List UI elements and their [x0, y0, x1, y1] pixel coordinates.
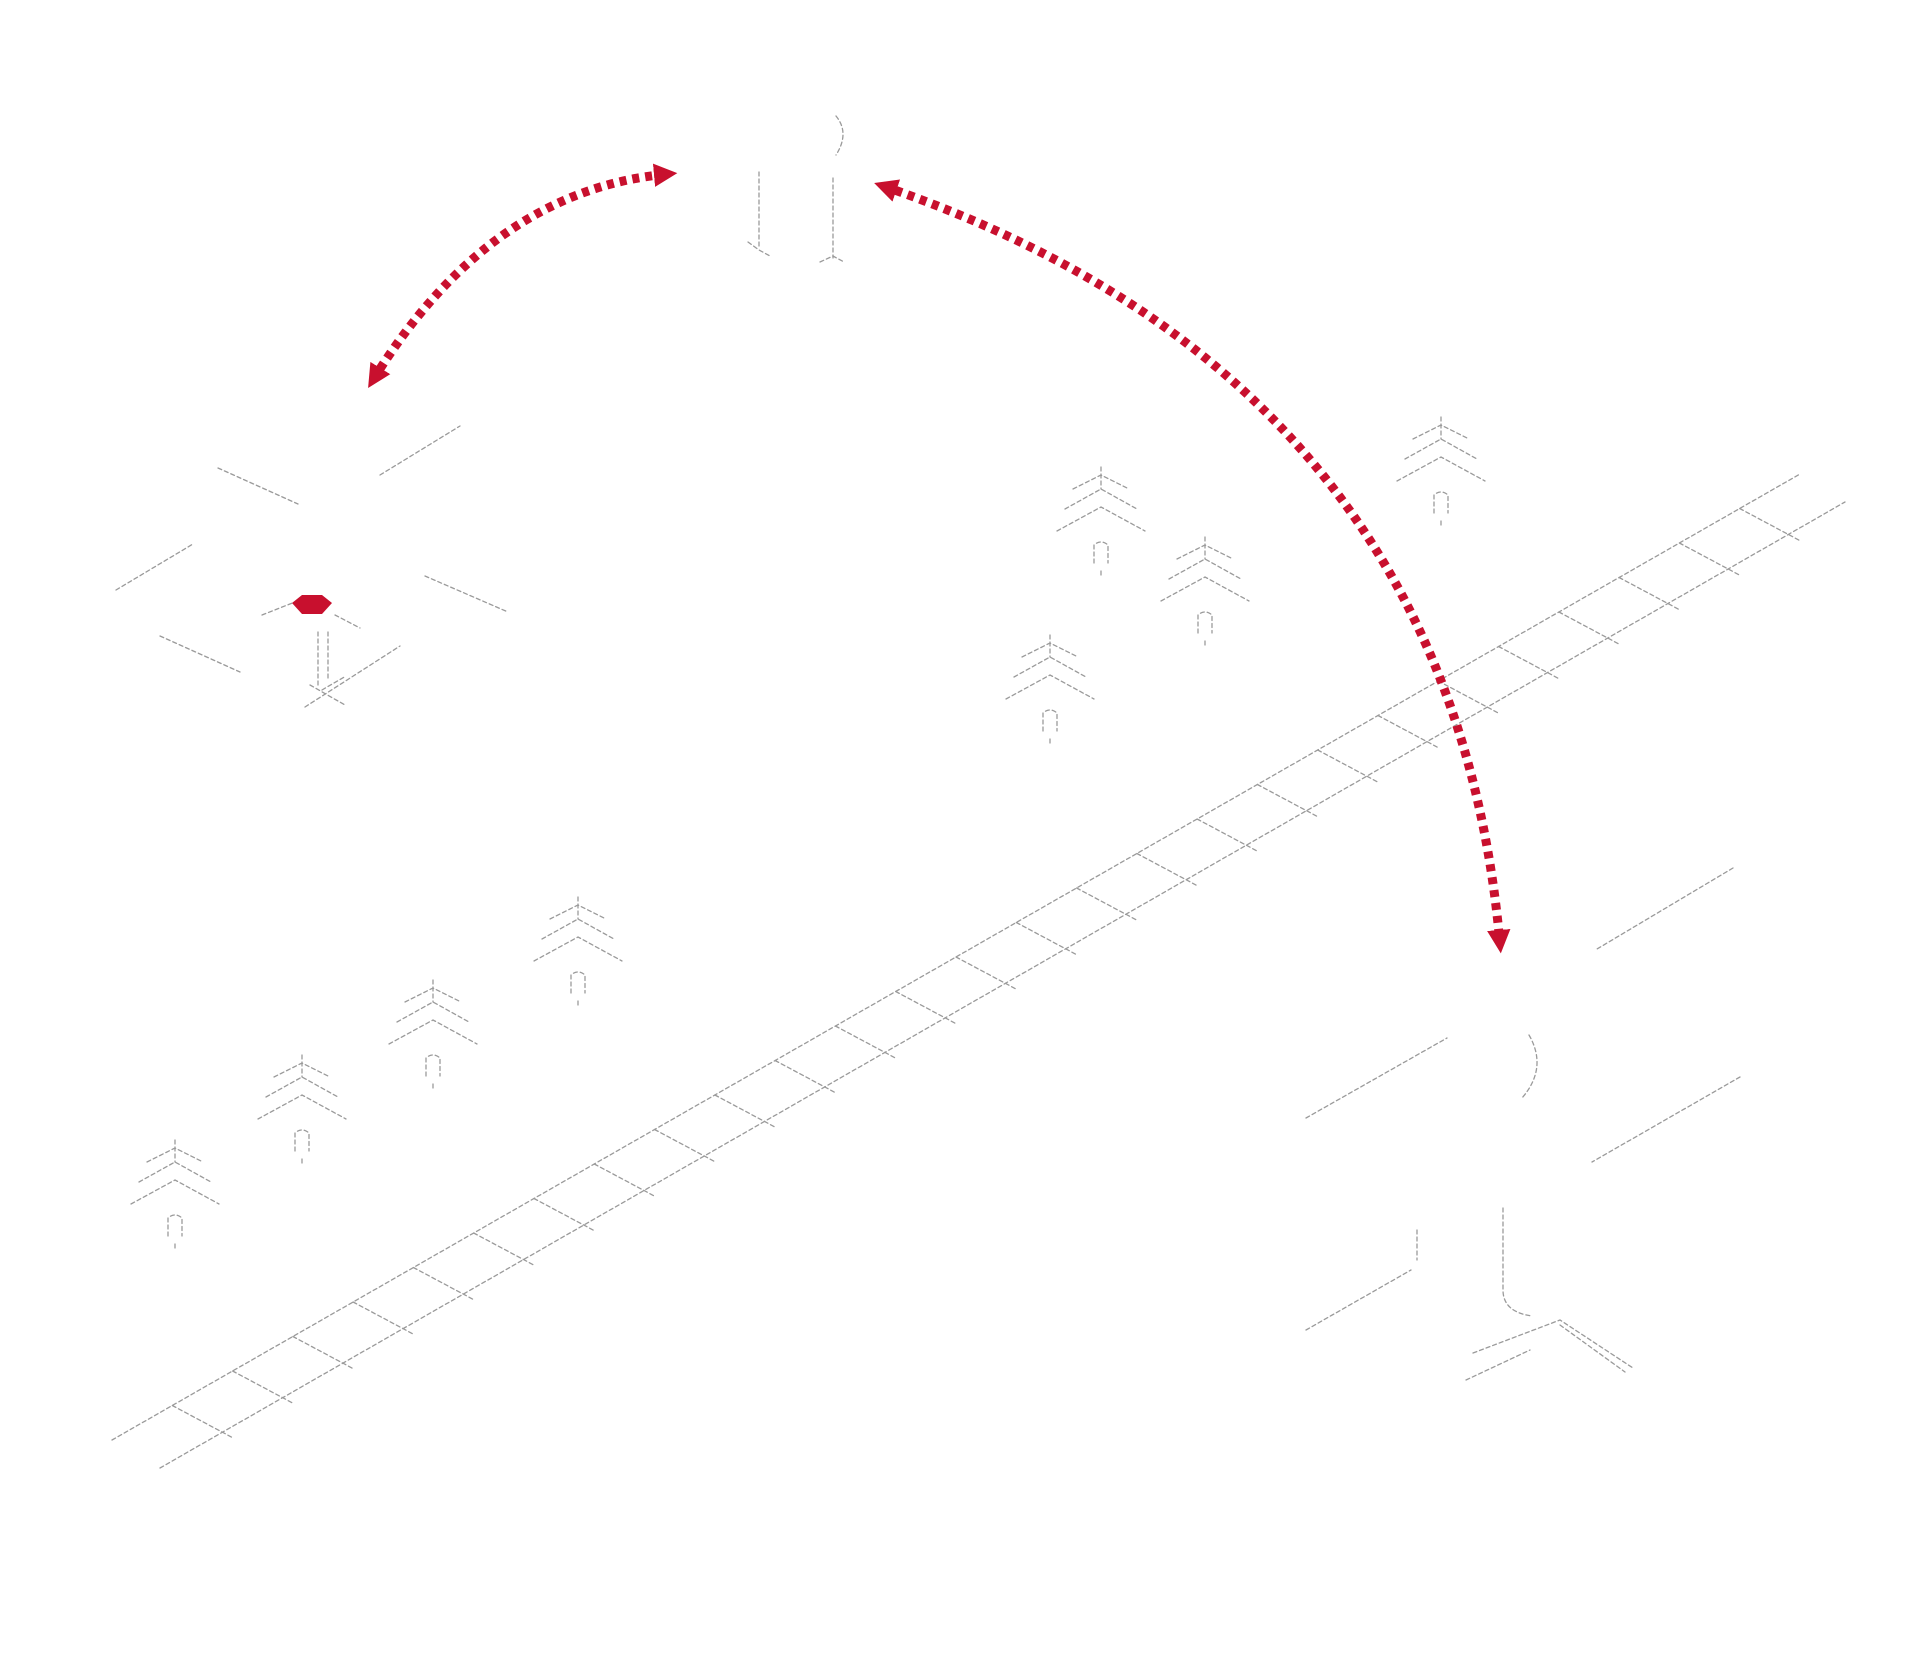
railway-track-icon: [111, 473, 1846, 1469]
red-beacon-icon: [292, 595, 332, 614]
pine-tree-icon: [1005, 634, 1095, 746]
pine-tree-icon: [130, 1139, 220, 1251]
pine-tree-icon: [1056, 466, 1146, 578]
person-top-figure: [747, 115, 845, 263]
drone-figure: [115, 425, 509, 708]
pine-tree-icon: [1396, 416, 1486, 528]
person-bottom-figure: [1305, 867, 1741, 1381]
trees: [130, 416, 1486, 1251]
pine-tree-icon: [388, 979, 478, 1091]
pine-tree-icon: [533, 896, 623, 1008]
double-headed-curved-arrow-icon: [368, 163, 1511, 954]
pine-tree-icon: [257, 1054, 347, 1166]
pine-tree-icon: [1160, 536, 1250, 648]
